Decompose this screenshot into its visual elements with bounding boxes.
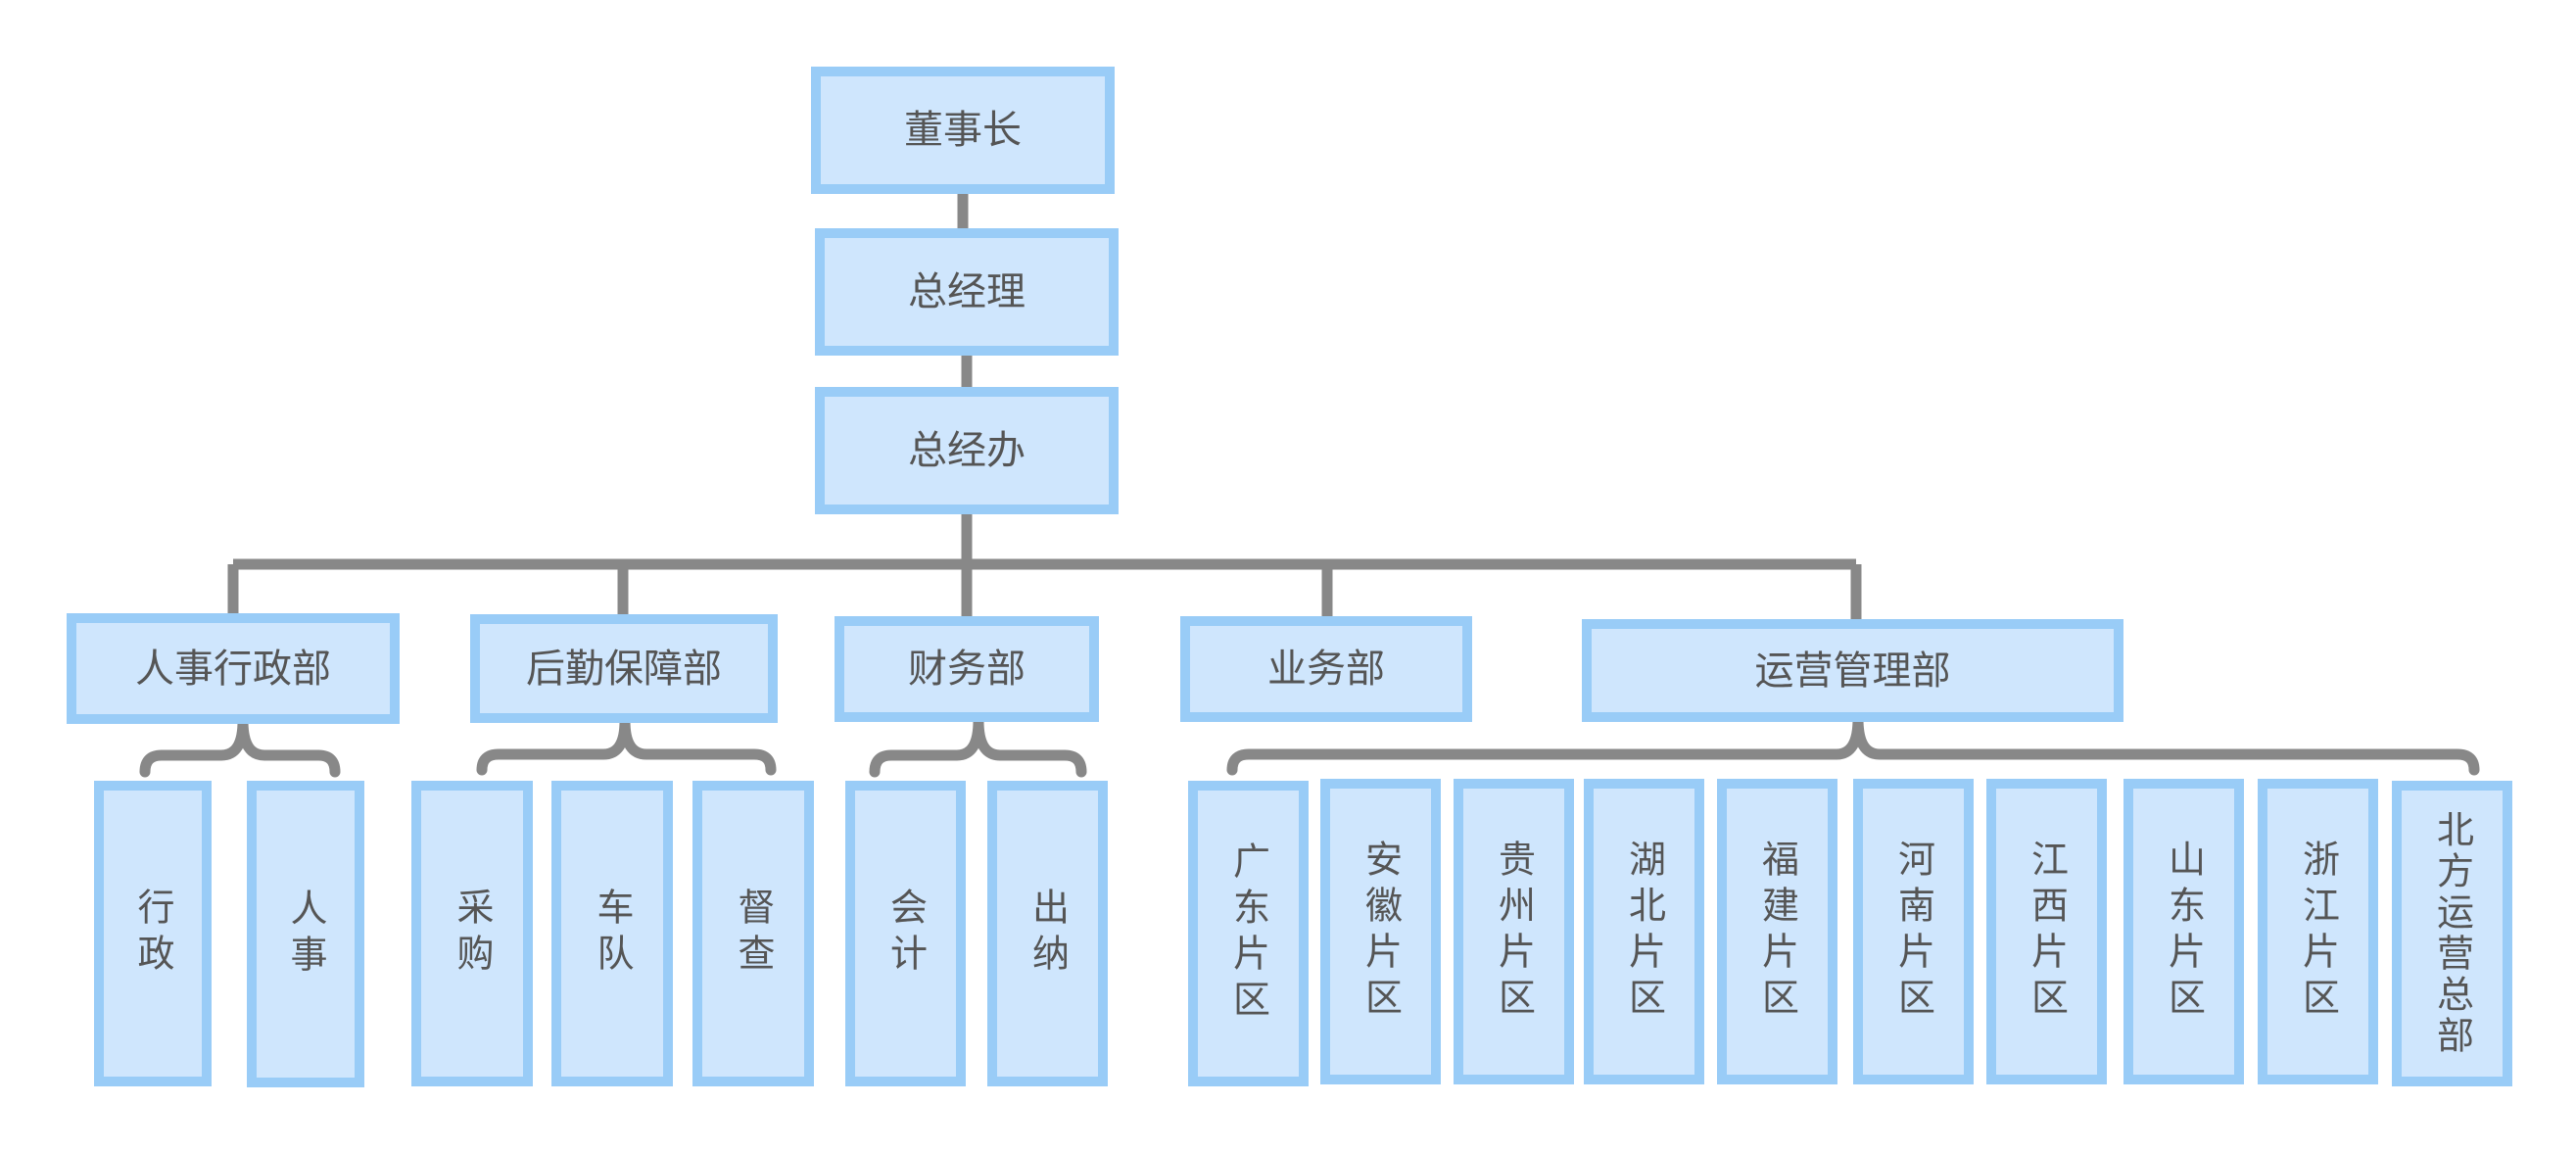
region-hubei-box: 湖北片区 — [1584, 779, 1704, 1084]
region-hubei-label: 湖北片区 — [1622, 840, 1666, 1024]
region-zhejiang-box: 浙江片区 — [2258, 779, 2378, 1084]
region-anhui-label: 安徽片区 — [1359, 840, 1403, 1024]
chairman-box: 董事长 — [811, 67, 1115, 194]
gm-office-label: 总经办 — [908, 428, 1026, 473]
general-manager-box: 总经理 — [815, 228, 1119, 356]
dept-finance-box: 财务部 — [835, 616, 1099, 722]
dept-logistics-box: 后勤保障部 — [470, 614, 778, 723]
region-zhejiang-label: 浙江片区 — [2296, 840, 2340, 1024]
sub-inspection-label: 督查 — [732, 888, 775, 980]
sub-procurement-label: 采购 — [451, 888, 494, 980]
region-jiangxi-label: 江西片区 — [2025, 840, 2069, 1024]
dept-logistics-label: 后勤保障部 — [526, 646, 722, 692]
dept-operations-label: 运营管理部 — [1754, 648, 1951, 694]
sub-cashier-label: 出纳 — [1026, 888, 1070, 980]
chairman-label: 董事长 — [904, 108, 1022, 153]
region-jiangxi-box: 江西片区 — [1986, 779, 2107, 1084]
region-anhui-box: 安徽片区 — [1320, 779, 1441, 1084]
sub-fleet-label: 车队 — [591, 888, 634, 980]
sub-personnel-box: 人事 — [247, 781, 364, 1087]
region-fujian-label: 福建片区 — [1755, 840, 1799, 1024]
region-guangdong-label: 广东片区 — [1226, 841, 1270, 1026]
sub-admin-label: 行政 — [131, 888, 174, 980]
region-henan-label: 河南片区 — [1891, 840, 1935, 1024]
sub-accounting-label: 会计 — [883, 888, 928, 980]
region-north-hq-box: 北方运营总部 — [2392, 781, 2512, 1086]
brace-operations — [1226, 713, 2480, 776]
region-shandong-box: 山东片区 — [2123, 779, 2244, 1084]
dept-hr-admin-label: 人事行政部 — [135, 646, 331, 692]
sub-fleet-box: 车队 — [551, 781, 673, 1086]
sub-personnel-label: 人事 — [284, 888, 327, 981]
sub-inspection-box: 督查 — [692, 781, 814, 1086]
brace-logistics — [476, 715, 777, 776]
sub-accounting-box: 会计 — [845, 781, 966, 1086]
dept-business-label: 业务部 — [1267, 647, 1385, 692]
region-shandong-label: 山东片区 — [2162, 840, 2206, 1024]
gm-office-box: 总经办 — [815, 387, 1119, 514]
dept-operations-box: 运营管理部 — [1582, 619, 2123, 722]
brace-hr-admin — [139, 715, 341, 778]
region-fujian-box: 福建片区 — [1717, 779, 1837, 1084]
region-guizhou-box: 贵州片区 — [1454, 779, 1574, 1084]
region-guangdong-box: 广东片区 — [1188, 781, 1309, 1086]
dept-hr-admin-box: 人事行政部 — [67, 613, 400, 724]
region-north-hq-label: 北方运营总部 — [2430, 810, 2474, 1057]
sub-cashier-box: 出纳 — [987, 781, 1108, 1086]
sub-admin-box: 行政 — [94, 781, 212, 1086]
sub-procurement-box: 采购 — [411, 781, 533, 1086]
brace-finance — [869, 715, 1087, 778]
region-henan-box: 河南片区 — [1853, 779, 1974, 1084]
general-manager-label: 总经理 — [908, 269, 1026, 314]
dept-finance-label: 财务部 — [908, 647, 1026, 692]
region-guizhou-label: 贵州片区 — [1492, 840, 1536, 1024]
dept-business-box: 业务部 — [1180, 616, 1472, 722]
